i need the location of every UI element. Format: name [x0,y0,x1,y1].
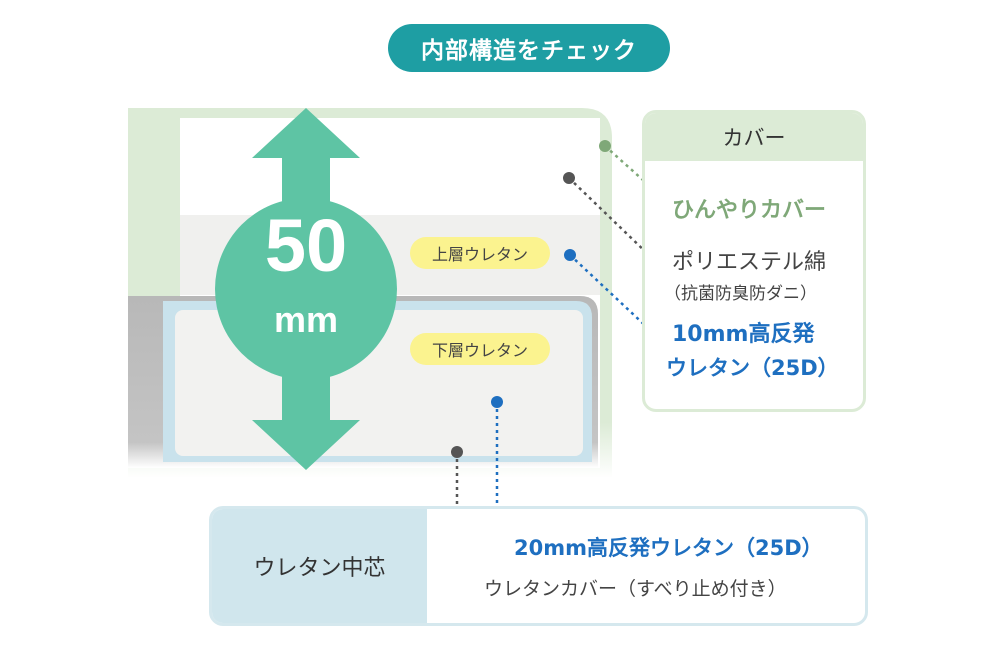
dot-lower-foam [491,396,503,408]
core-legend-header: ウレタン中芯 [212,509,427,623]
cover-legend-box: カバー [642,110,866,412]
lower-urethane-tag: 下層ウレタン [410,333,550,365]
upper-urethane-tag: 上層ウレタン [410,237,550,269]
core-legend-box: ウレタン中芯 [209,506,868,626]
upper-foam-sublabel: ウレタン（25D） [666,356,839,380]
dot-polyester [563,172,575,184]
thickness-circle [215,198,397,380]
thickness-unit: mm [273,299,339,340]
upper-foam-label: 10mm高反発 [672,322,815,347]
polyester-sublabel: （抗菌防臭防ダニ） [664,284,817,304]
cover-legend-header: カバー [645,113,863,161]
cool-cover-label: ひんやりカバー [672,198,827,223]
polyester-layer [180,118,600,210]
leader-cool-cover [604,145,673,207]
page-title: 内部構造をチェック [388,24,670,72]
core-cover-label: ウレタンカバー（すべり止め付き） [484,578,787,600]
core-foam-label: 20mm高反発ウレタン（25D） [514,536,823,560]
dot-upper-foam [564,249,576,261]
dot-core-cover [451,446,463,458]
thickness-value: 50 [264,204,348,287]
dot-cool-cover [599,140,611,152]
polyester-label: ポリエステル綿 [672,250,827,275]
